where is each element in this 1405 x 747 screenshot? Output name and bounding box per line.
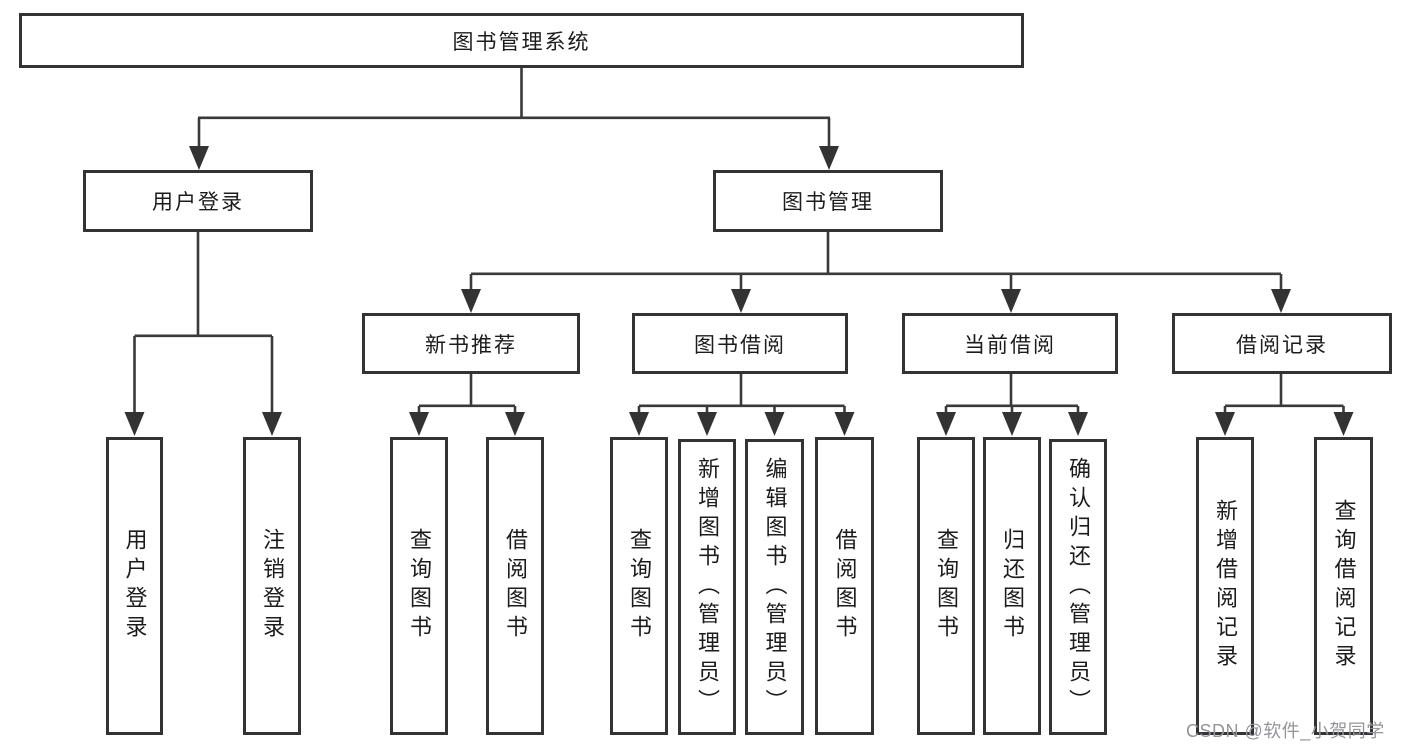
node-book-borrow-label: 图书借阅 <box>694 333 786 357</box>
leaf-current-confirm-return-admin: 确认归还（管理员） <box>1049 439 1107 735</box>
node-user-login-label: 用户登录 <box>152 191 244 214</box>
leaf-record-query-record: 查询借阅记录 <box>1314 437 1373 735</box>
leaf-borrow-borrow-book: 借阅图书 <box>815 437 874 735</box>
node-system-root-label: 图书管理系统 <box>452 30 591 54</box>
node-book-borrow: 图书借阅 <box>632 313 848 374</box>
leaf-user-login: 用户登录 <box>106 437 163 735</box>
node-new-book-recommend: 新书推荐 <box>362 313 580 374</box>
node-system-root: 图书管理系统 <box>19 13 1024 68</box>
leaf-record-add-record-label: 新增借阅记录 <box>1213 499 1238 673</box>
node-borrow-record-label: 借阅记录 <box>1236 333 1328 357</box>
leaf-current-return-book: 归还图书 <box>983 437 1041 735</box>
leaf-borrow-query-book-label: 查询图书 <box>627 528 652 644</box>
watermark: CSDN @软件_小贺同学 <box>1186 721 1385 741</box>
leaf-record-query-record-label: 查询借阅记录 <box>1331 499 1357 673</box>
node-current-borrow: 当前借阅 <box>902 313 1118 374</box>
leaf-borrow-query-book: 查询图书 <box>610 437 668 735</box>
leaf-recommend-borrow-book: 借阅图书 <box>486 437 544 735</box>
leaf-recommend-query-book-label: 查询图书 <box>407 528 432 644</box>
leaf-borrow-borrow-book-label: 借阅图书 <box>832 528 858 644</box>
leaf-record-add-record: 新增借阅记录 <box>1196 437 1254 735</box>
leaf-logout-label: 注销登录 <box>260 528 285 644</box>
leaf-borrow-edit-book-admin: 编辑图书（管理员） <box>745 439 804 735</box>
leaf-borrow-add-book-admin: 新增图书（管理员） <box>678 439 736 735</box>
node-book-management-label: 图书管理 <box>782 191 874 214</box>
node-book-management: 图书管理 <box>713 170 943 232</box>
leaf-current-confirm-return-admin-label: 确认归还（管理员） <box>1066 456 1091 718</box>
node-new-book-recommend-label: 新书推荐 <box>425 333 517 357</box>
leaf-current-query-book: 查询图书 <box>917 437 975 735</box>
leaf-user-login-label: 用户登录 <box>122 528 148 644</box>
node-user-login: 用户登录 <box>83 170 313 232</box>
leaf-recommend-query-book: 查询图书 <box>390 437 448 735</box>
node-borrow-record: 借阅记录 <box>1172 313 1392 374</box>
node-current-borrow-label: 当前借阅 <box>964 333 1056 357</box>
leaf-logout: 注销登录 <box>243 437 301 735</box>
leaf-recommend-borrow-book-label: 借阅图书 <box>503 528 528 644</box>
leaf-borrow-edit-book-admin-label: 编辑图书（管理员） <box>762 456 788 718</box>
leaf-borrow-add-book-admin-label: 新增图书（管理员） <box>695 456 720 718</box>
leaf-current-query-book-label: 查询图书 <box>934 528 959 644</box>
leaf-current-return-book-label: 归还图书 <box>1000 528 1025 644</box>
